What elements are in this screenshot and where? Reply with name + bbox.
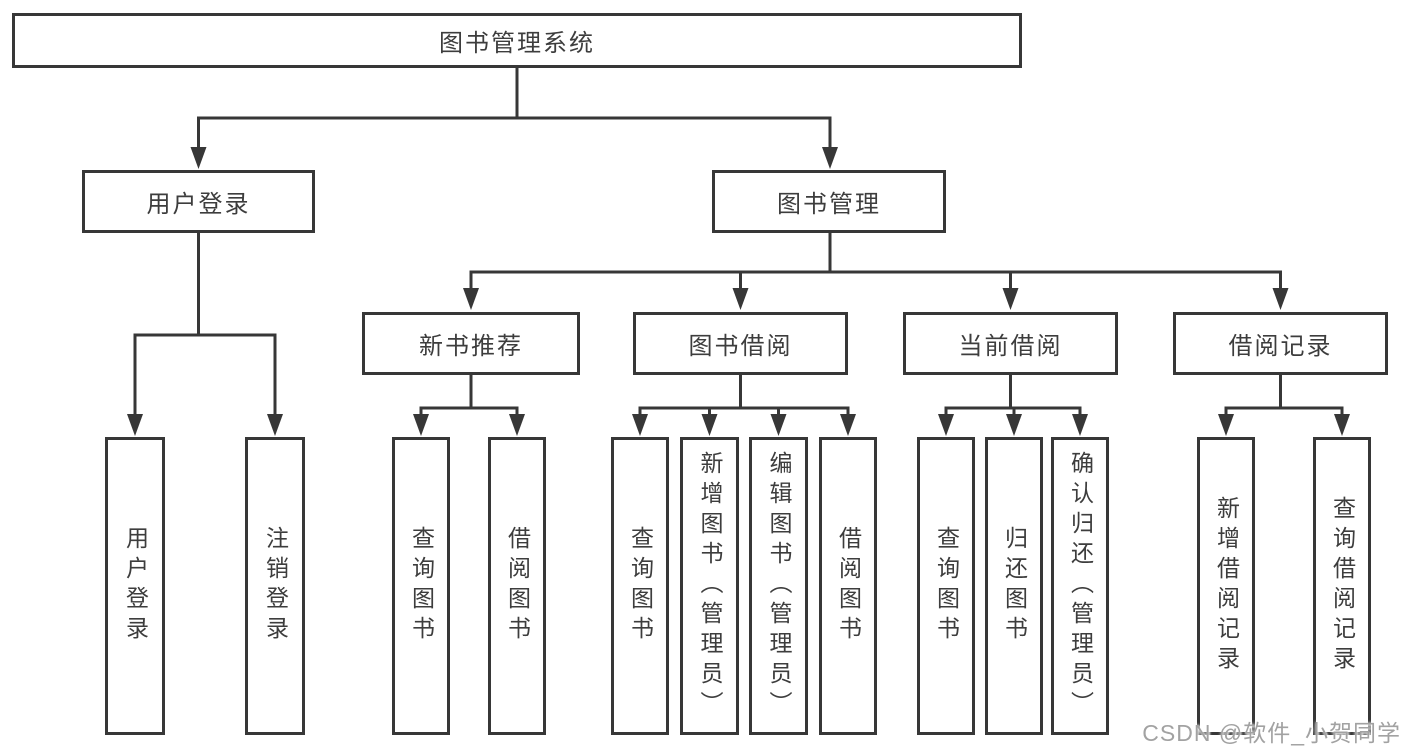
node-book-management: 图书管理 (712, 170, 946, 233)
node-borrowing-records: 借阅记录 (1173, 312, 1388, 375)
leaf-borrow-books-2: 借阅图书 (819, 437, 877, 735)
node-book-borrowing: 图书借阅 (633, 312, 848, 375)
leaf-query-books-1: 查询图书 (392, 437, 450, 735)
node-new-book-recommend: 新书推荐 (362, 312, 580, 375)
node-library-management-system: 图书管理系统 (12, 13, 1022, 68)
leaf-confirm-return-admin: 确认归还（管理员） (1051, 437, 1109, 735)
leaf-add-books-admin: 新增图书（管理员） (680, 437, 739, 735)
leaf-borrow-books-1: 借阅图书 (488, 437, 546, 735)
node-current-borrowing: 当前借阅 (903, 312, 1118, 375)
node-user-login: 用户登录 (82, 170, 315, 233)
leaf-user-login: 用户登录 (105, 437, 165, 735)
leaf-query-books-2: 查询图书 (611, 437, 669, 735)
leaf-logout: 注销登录 (245, 437, 305, 735)
leaf-query-borrow-record: 查询借阅记录 (1313, 437, 1371, 735)
leaf-add-borrow-record: 新增借阅记录 (1197, 437, 1255, 735)
leaf-return-books: 归还图书 (985, 437, 1043, 735)
leaf-query-books-3: 查询图书 (917, 437, 975, 735)
csdn-watermark: CSDN @软件_小贺同学 (1142, 720, 1401, 746)
leaf-edit-books-admin: 编辑图书（管理员） (749, 437, 808, 735)
